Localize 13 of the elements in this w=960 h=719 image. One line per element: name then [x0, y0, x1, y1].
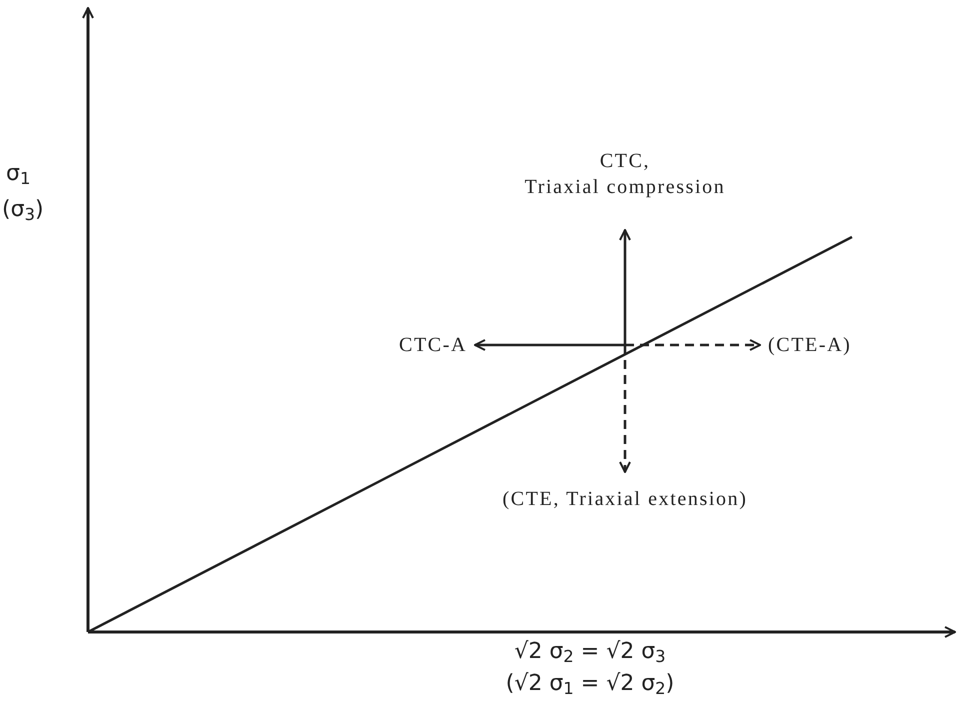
node-text: CTC,: [600, 149, 650, 174]
axis-label: (σ$_{3}$): [2, 197, 44, 222]
node-text: CTC-A: [399, 333, 467, 358]
arrow: [474, 339, 625, 351]
axis-label: √2 σ$_{2}$ = √2 σ$_{3}$: [514, 639, 666, 664]
node-text: (CTE, Triaxial extension): [502, 487, 748, 512]
arrow: [625, 339, 761, 351]
node-text: (CTE-A): [768, 333, 852, 358]
arrow: [619, 345, 631, 473]
node-text: Triaxial compression: [524, 175, 726, 200]
axis-label: (√2 σ$_{1}$ = √2 σ$_{2}$): [506, 671, 674, 696]
arrow: [619, 229, 631, 345]
axis-label: σ$_{1}$: [6, 161, 30, 186]
